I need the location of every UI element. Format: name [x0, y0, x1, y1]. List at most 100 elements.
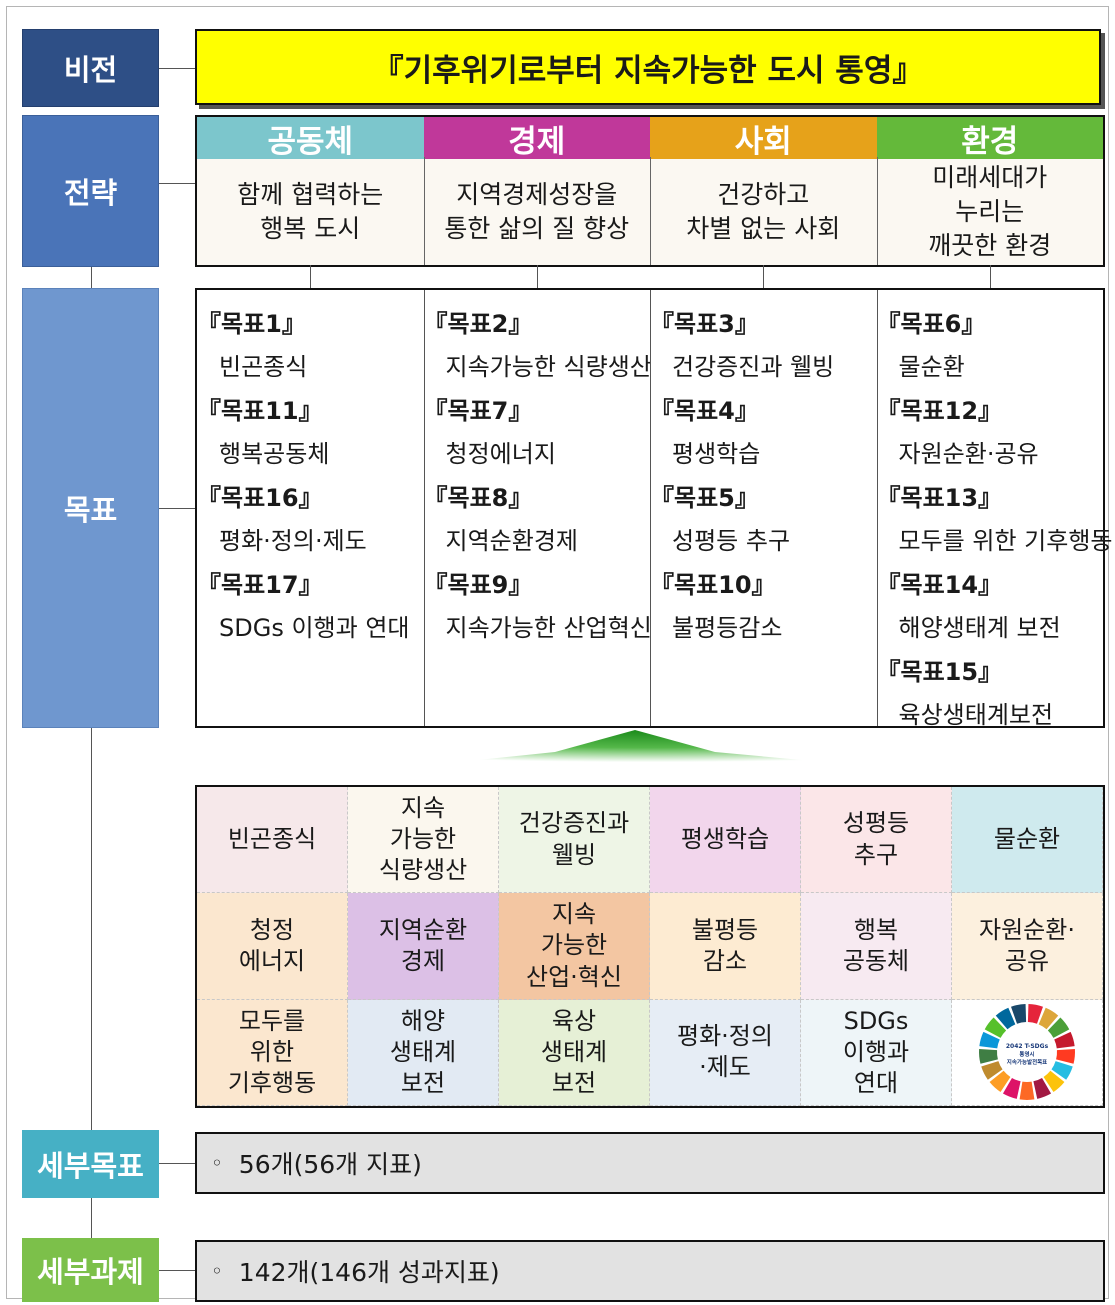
goal-description: 자원순환·공유 [898, 440, 1039, 468]
connector-vertical [91, 1198, 92, 1238]
sdg-wheel-segment [979, 1049, 998, 1065]
sdg-wheel-segment [1043, 1071, 1065, 1093]
sdg-wheel-segment [979, 1032, 1000, 1049]
goal-description: 지속가능한 식량생산 [445, 353, 652, 381]
strategy-connector [536, 265, 538, 288]
sdg-wheel-segment [1047, 1017, 1070, 1039]
sdg-logo-text: 지속가능발전목표 [1007, 1058, 1047, 1066]
goal-description: 지속가능한 산업혁신 [445, 614, 652, 642]
goal-item: 『목표7』청정에너지 [424, 391, 556, 469]
goal-title: 『목표9』 [423, 571, 533, 599]
goal-title: 『목표6』 [876, 310, 986, 338]
connector-vision [159, 68, 195, 69]
sdg-cell: 해양 생태계 보전 [348, 999, 499, 1106]
goal-column: 『목표6』물순환 『목표12』 자원순환·공유 『목표13』모두를 위한 기후행동 『목… [876, 290, 1113, 729]
goal-item: 『목표9』 지속가능한 산업혁신 [424, 565, 652, 643]
goal-title: 『목표1』 [197, 310, 306, 338]
goals-label: 목표 [22, 288, 159, 728]
up-arrow-icon [325, 730, 975, 776]
strategy-frame [195, 115, 1105, 267]
connector-vertical [91, 727, 92, 1130]
goal-title: 『목표10』 [650, 571, 776, 599]
sdg-cell: 평생학습 [650, 787, 801, 894]
goal-divider [876, 290, 878, 726]
goal-item: 『목표11』행복공동체 [197, 391, 329, 469]
sdg-wheel-segment [1002, 1078, 1021, 1100]
goal-item: 『목표13』모두를 위한 기후행동 [877, 478, 1113, 556]
strategy-title: 경제 [423, 117, 650, 160]
sub-goals-box: ◦ 56개(56개 지표) [195, 1132, 1105, 1194]
goal-item: 『목표10』 불평등감소 [650, 565, 782, 643]
connector-goals [159, 508, 195, 509]
sub-goals-text: 56개(56개 지표) [238, 1150, 422, 1179]
strategy-description: 건강하고 차별 없는 사회 [686, 180, 841, 243]
sub-goals-label: 세부목표 [22, 1130, 159, 1198]
sdg-wheel-segment [1038, 1008, 1059, 1030]
sdg-logo-text: 2042 T-SDGs [1006, 1043, 1049, 1050]
strategy-label: 전략 [22, 115, 159, 267]
goal-description: 불평등감소 [672, 614, 783, 642]
goal-title: 『목표11』 [197, 397, 323, 425]
sdg-cell: 육상 생태계 보전 [499, 999, 650, 1106]
strategy-description: 지역경제성장을 통한 삶의 질 향상 [444, 180, 630, 243]
goal-item: 『목표5』성평등 추구 [650, 478, 790, 556]
sdg-cell: 모두를 위한 기후행동 [197, 999, 348, 1106]
connector-sub-tasks [159, 1270, 195, 1271]
goal-description: 평생학습 [672, 440, 761, 468]
strategy-title: 사회 [650, 117, 877, 160]
connector-strategy [159, 183, 195, 184]
vision-box: 『기후위기로부터 지속가능한 도시 통영』 [195, 29, 1101, 105]
vision-label: 비전 [22, 29, 159, 107]
goals-table: 『목표1』빈곤종식『목표11』행복공동체『목표16』평화·정의·제도『목표17』… [195, 288, 1113, 729]
goal-title: 『목표3』 [650, 310, 759, 338]
sdg-cell: 자원순환· 공유 [952, 893, 1103, 1000]
connector-sub-goals [159, 1163, 195, 1164]
goal-title: 『목표12』 [876, 397, 1003, 425]
sdg-wheel-segment [981, 1061, 1003, 1081]
goal-description: 지역순환경제 [445, 527, 578, 555]
goal-item: 『목표4』평생학습 [650, 391, 760, 469]
sdg-wheel-segment [1011, 1004, 1027, 1025]
strategy-title: 환경 [876, 117, 1103, 160]
sdg-cell: SDGs 이행과 연대 [801, 999, 952, 1106]
goal-item: 『목표16』 평화·정의·제도 [197, 478, 367, 556]
goal-column: 『목표1』빈곤종식『목표11』행복공동체『목표16』평화·정의·제도『목표17』… [197, 290, 424, 726]
goal-description: 청정에너지 [445, 440, 556, 468]
strategy-connector [989, 265, 991, 288]
goal-item: 『목표6』물순환 [877, 304, 986, 382]
sdg-cell: 물순환 [952, 787, 1103, 894]
goal-description: 성평등 추구 [672, 527, 791, 555]
goal-description: 평화·정의·제도 [219, 527, 367, 555]
sub-tasks-label: 세부과제 [22, 1238, 159, 1302]
sdg-cell: 지역순환 경제 [348, 893, 499, 1000]
goal-title: 『목표8』 [423, 484, 533, 512]
goal-title: 『목표16』 [197, 484, 323, 512]
goal-title: 『목표14』 [876, 571, 1003, 599]
sdg-wheel-segment [1033, 1078, 1052, 1100]
goal-item: 『목표14』해양생태계 보전 [877, 565, 1061, 643]
goal-title: 『목표15』 [876, 658, 1003, 686]
goal-item: 『목표15』 육상생태계보전 [877, 652, 1054, 730]
strategy-divider [650, 157, 651, 265]
sdg-wheel-segment [1054, 1032, 1075, 1049]
goal-description: SDGs 이행과 연대 [219, 614, 410, 642]
sdg-wheel-segment [1051, 1061, 1073, 1081]
sdg-cell: 지속 가능한 식량생산 [348, 787, 499, 894]
goal-description: 육상생태계보전 [898, 701, 1054, 729]
sdg-wheel-segment [1027, 1004, 1043, 1025]
sdg-cell: 평화·정의 ·제도 [650, 999, 801, 1106]
goal-item: 『목표17』SDGs 이행과 연대 [197, 565, 409, 643]
goal-item: 『목표8』 지역순환경제 [424, 478, 578, 556]
goal-description: 모두를 위한 기후행동 [898, 527, 1113, 555]
goal-item: 『목표3』건강증진과 웰빙 [650, 304, 834, 382]
goal-item: 『목표2』지속가능한 식량생산 [424, 304, 652, 382]
sdg-wheel-segment [1019, 1081, 1035, 1101]
sdg-wheel-segment [989, 1071, 1011, 1093]
strategy-connector [310, 265, 312, 288]
